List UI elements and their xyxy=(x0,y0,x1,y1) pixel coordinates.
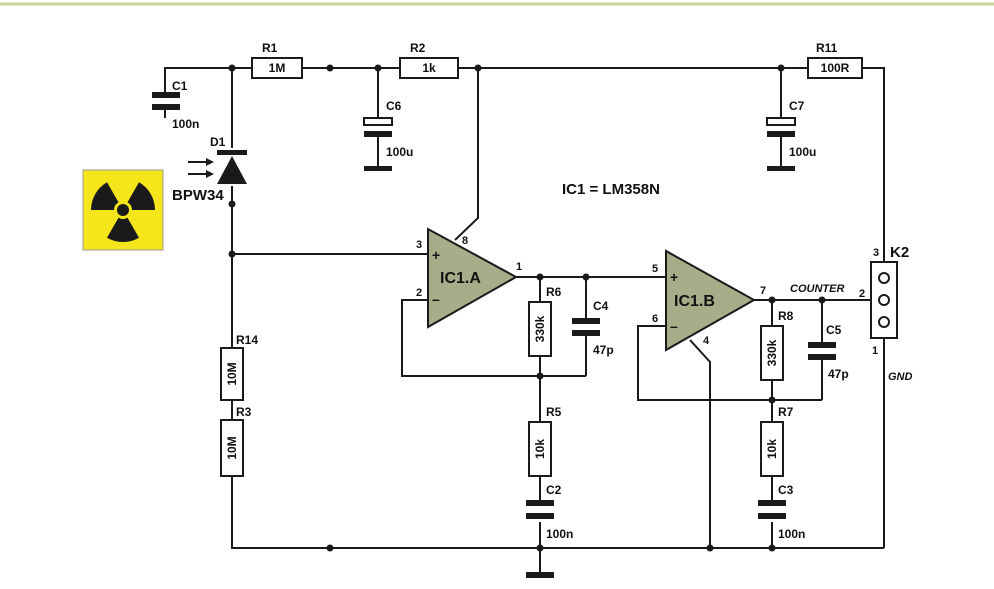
capacitor-c3: C3 100n xyxy=(758,483,805,541)
svg-text:10M: 10M xyxy=(225,436,239,459)
svg-text:COUNTER: COUNTER xyxy=(790,283,844,295)
radiation-trefoil-icon xyxy=(82,169,164,251)
capacitor-c5: C5 47p xyxy=(808,323,849,381)
svg-text:IC1.B: IC1.B xyxy=(674,293,715,310)
resistor-r11: 100R R11 xyxy=(807,41,863,79)
svg-text:C3: C3 xyxy=(778,483,794,497)
svg-text:2: 2 xyxy=(859,288,865,300)
svg-text:5: 5 xyxy=(652,263,658,275)
svg-text:+: + xyxy=(432,247,440,263)
svg-text:1M: 1M xyxy=(269,61,286,75)
capacitor-c1: C1 100n xyxy=(152,79,199,131)
svg-text:–: – xyxy=(432,291,440,307)
svg-text:R1: R1 xyxy=(262,41,278,55)
svg-text:+: + xyxy=(670,269,678,285)
svg-text:3: 3 xyxy=(416,239,422,251)
svg-text:4: 4 xyxy=(703,335,710,347)
svg-text:R14: R14 xyxy=(236,333,258,347)
svg-text:10M: 10M xyxy=(225,362,239,385)
photodiode-d1: D1 BPW34 xyxy=(172,135,247,204)
junctions xyxy=(228,64,826,552)
wires xyxy=(164,67,885,574)
capacitor-c4: C4 47p xyxy=(572,299,614,357)
svg-text:C5: C5 xyxy=(826,323,842,337)
svg-text:R3: R3 xyxy=(236,405,252,419)
svg-text:1k: 1k xyxy=(422,61,436,75)
svg-text:R2: R2 xyxy=(410,41,426,55)
resistor-r8: 330k R8 xyxy=(760,309,794,381)
svg-text:C2: C2 xyxy=(546,483,562,497)
svg-text:–: – xyxy=(670,318,678,334)
resistor-r1: 1M R1 xyxy=(251,41,303,79)
svg-text:C4: C4 xyxy=(593,299,609,313)
light-arrows-icon xyxy=(188,158,214,178)
svg-text:330k: 330k xyxy=(765,339,779,366)
svg-text:C6: C6 xyxy=(386,99,402,113)
svg-text:BPW34: BPW34 xyxy=(172,187,224,204)
svg-text:IC1.A: IC1.A xyxy=(440,270,481,287)
resistor-r14: 10M R14 xyxy=(220,333,258,401)
capacitor-c7: C7 100u xyxy=(766,99,816,171)
svg-text:100n: 100n xyxy=(778,527,805,541)
resistor-r6: 330k R6 xyxy=(528,285,562,357)
svg-text:100n: 100n xyxy=(546,527,573,541)
svg-text:100u: 100u xyxy=(789,145,816,159)
svg-text:10k: 10k xyxy=(765,439,779,459)
svg-text:47p: 47p xyxy=(593,343,614,357)
connector-k2: K2 3 2 1 COUNTER GND xyxy=(790,244,913,383)
capacitor-c2: C2 100n xyxy=(526,483,573,541)
svg-text:100n: 100n xyxy=(172,117,199,131)
svg-text:C1: C1 xyxy=(172,79,188,93)
resistor-r3: 10M R3 xyxy=(220,405,252,477)
resistor-r7: 10k R7 xyxy=(760,405,794,477)
svg-text:D1: D1 xyxy=(210,135,226,149)
svg-text:R7: R7 xyxy=(778,405,794,419)
opamp-ic1a: IC1.A + – 3 2 1 8 xyxy=(416,227,522,329)
svg-text:100R: 100R xyxy=(821,61,850,75)
svg-text:1: 1 xyxy=(516,261,522,273)
svg-text:R6: R6 xyxy=(546,285,562,299)
ic-note: IC1 = LM358N xyxy=(562,181,660,198)
svg-text:7: 7 xyxy=(760,285,766,297)
svg-text:C7: C7 xyxy=(789,99,805,113)
svg-text:GND: GND xyxy=(888,371,913,383)
capacitor-c6: C6 100u xyxy=(363,99,413,171)
ground-icon xyxy=(526,572,554,578)
svg-text:R11: R11 xyxy=(816,41,838,55)
resistor-r2: 1k R2 xyxy=(399,41,459,79)
opamp-ic1b: IC1.B + – 5 6 7 4 xyxy=(652,249,766,352)
svg-text:2: 2 xyxy=(416,287,422,299)
svg-text:R8: R8 xyxy=(778,309,794,323)
svg-text:10k: 10k xyxy=(533,439,547,459)
resistor-r5: 10k R5 xyxy=(528,405,562,477)
svg-text:8: 8 xyxy=(462,235,468,247)
svg-text:3: 3 xyxy=(873,247,879,259)
svg-text:1: 1 xyxy=(872,345,878,357)
svg-text:6: 6 xyxy=(652,313,658,325)
svg-text:330k: 330k xyxy=(533,315,547,342)
svg-text:K2: K2 xyxy=(890,244,909,261)
svg-text:47p: 47p xyxy=(828,367,849,381)
svg-text:100u: 100u xyxy=(386,145,413,159)
svg-text:R5: R5 xyxy=(546,405,562,419)
